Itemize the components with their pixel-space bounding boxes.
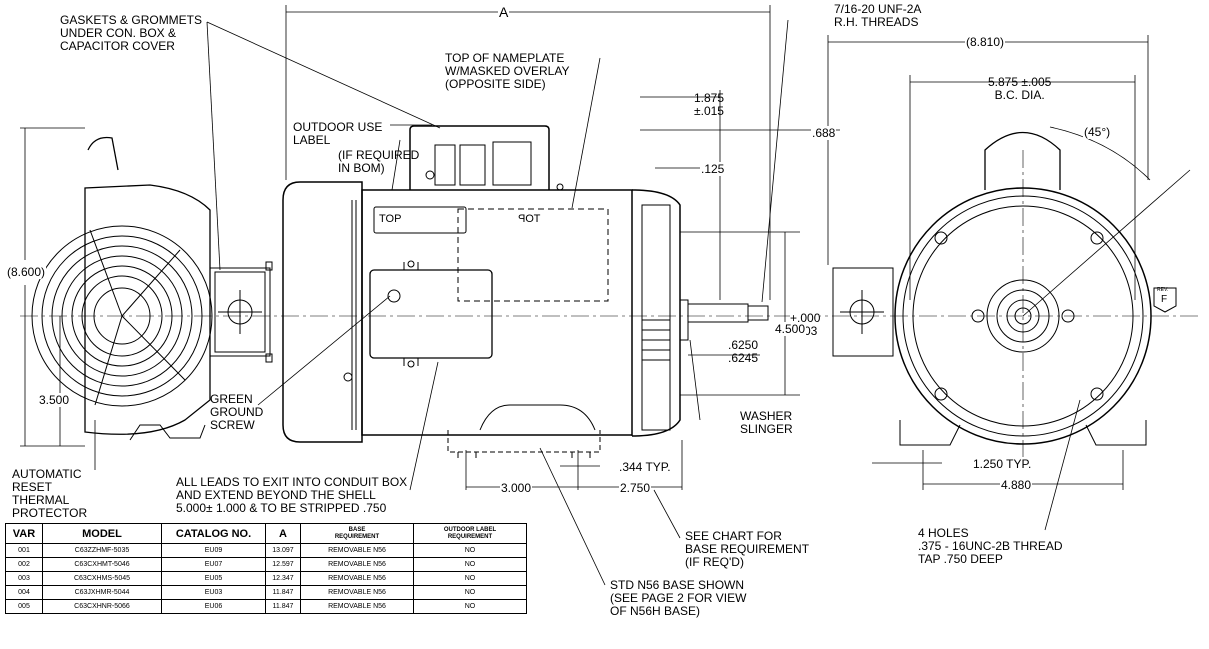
all-leads-note: ALL LEADS TO EXIT INTO CONDUIT BOX AND E… [176,475,408,515]
rev-letter: F [1161,294,1168,305]
cell-outdoor: NO [413,585,527,600]
gaskets-note: GASKETS & GROMMETS UNDER CON. BOX & CAPA… [60,13,203,53]
dim-2750: 2.750 [619,481,652,495]
col-header-outdoor: OUTDOOR LABEL REQUIREMENT [413,523,527,544]
cell-catalog: EU06 [161,599,266,614]
dim-1250: 1.250 TYP. [972,457,1033,471]
table-row: 005 C63CXHNR-5066 EU06 11.847 REMOVABLE … [5,599,527,614]
green-ground-note: GREEN GROUND SCREW [210,392,264,432]
see-chart-note: SEE CHART FOR BASE REQUIREMENT (IF REQ'D… [685,529,810,569]
cell-a: 12.597 [265,557,301,572]
table-row: 001 C63ZZHMF-5035 EU09 13.097 REMOVABLE … [5,543,527,558]
table-header-row: VAR MODEL CATALOG NO. A BASE REQUIREMENT… [5,523,527,544]
dim-688: .688 [811,126,837,140]
if-required-note: (IF REQUIRED IN BOM) [338,148,420,175]
dim-4880: 4.880 [1000,478,1033,492]
std-base-note: STD N56 BASE SHOWN (SEE PAGE 2 FOR VIEW … [610,578,747,618]
nameplate-note: TOP OF NAMEPLATE W/MASKED OVERLAY (OPPOS… [445,51,570,91]
dim-344: .344 TYP. [618,460,672,474]
dim-3000: 3.000 [500,481,533,495]
dim-a: A [498,4,510,20]
col-header-var: VAR [5,523,43,544]
cell-base: REMOVABLE N56 [300,599,414,614]
auto-reset-note: AUTOMATIC RESET THERMAL PROTECTOR [12,467,88,520]
outdoor-label-note: OUTDOOR USE LABEL [293,120,383,147]
cell-a: 11.847 [265,585,301,600]
col-header-catalog: CATALOG NO. [161,523,266,544]
cell-catalog: EU09 [161,543,266,558]
cell-catalog: EU07 [161,557,266,572]
table-row: 004 C63JXHMR-5044 EU03 11.847 REMOVABLE … [5,585,527,600]
holes-note: 4 HOLES .375 - 16UNC-2B THREAD TAP .750 … [918,526,1063,566]
col-header-base: BASE REQUIREMENT [300,523,414,544]
table-row: 003 C63CXHMS-5045 EU05 12.347 REMOVABLE … [5,571,527,586]
dim-5875: 5.875 ±.005 B.C. DIA. [988,75,1052,102]
dim-6250: .6250 .6245 [728,338,759,365]
rev-label: REV. [1157,287,1169,293]
dimension-lines [20,5,1191,586]
left-end-view [31,136,273,441]
col-header-a: A [265,523,301,544]
cell-var: 004 [5,585,43,600]
cell-outdoor: NO [413,543,527,558]
dim-125: .125 [700,162,726,176]
side-view [20,125,1200,458]
cell-var: 001 [5,543,43,558]
cell-model: C63CXHMT-5046 [42,557,162,572]
cell-base: REMOVABLE N56 [300,571,414,586]
right-end-view [832,131,1177,470]
cell-model: C63ZZHMF-5035 [42,543,162,558]
cell-model: C63CXHNR-5066 [42,599,162,614]
cell-outdoor: NO [413,557,527,572]
cell-var: 003 [5,571,43,586]
top-mirror-label: TOP [518,213,541,225]
top-label: TOP [379,213,402,225]
dim-45: (45°) [1083,125,1112,139]
table-row: 002 C63CXHMT-5046 EU07 12.597 REMOVABLE … [5,557,527,572]
threads-note: 7/16-20 UNF-2A R.H. THREADS [834,2,922,29]
cell-base: REMOVABLE N56 [300,557,414,572]
cell-a: 12.347 [265,571,301,586]
variant-table: VAR MODEL CATALOG NO. A BASE REQUIREMENT… [5,523,527,614]
dim-8810: (8.810) [965,35,1006,49]
cell-a: 11.847 [265,599,301,614]
cell-base: REMOVABLE N56 [300,543,414,558]
dim-3500: 3.500 [38,393,71,407]
cell-catalog: EU03 [161,585,266,600]
cell-outdoor: NO [413,571,527,586]
cell-model: C63JXHMR-5044 [42,585,162,600]
cell-var: 002 [5,557,43,572]
cell-catalog: EU05 [161,571,266,586]
cell-base: REMOVABLE N56 [300,585,414,600]
cell-a: 13.097 [265,543,301,558]
dim-4500: 4.500 [774,322,807,336]
dim-8600: (8.600) [6,265,47,279]
col-header-model: MODEL [42,523,162,544]
cell-outdoor: NO [413,599,527,614]
cell-var: 005 [5,599,43,614]
cell-model: C63CXHMS-5045 [42,571,162,586]
dim-1875: 1.875 ±.015 [694,91,725,118]
washer-note: WASHER SLINGER [740,409,793,436]
